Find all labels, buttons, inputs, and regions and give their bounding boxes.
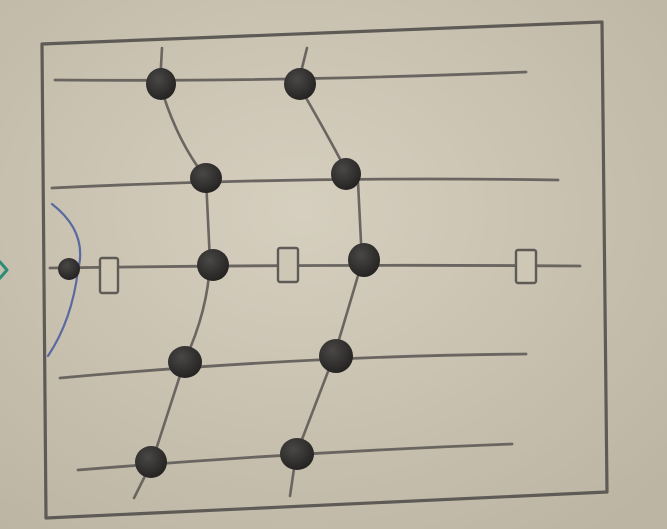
filled-dot bbox=[284, 68, 316, 100]
filled-dot bbox=[280, 438, 314, 470]
horizontal-line bbox=[48, 263, 582, 270]
filled-dot bbox=[146, 68, 176, 100]
filled-dot bbox=[331, 158, 361, 190]
filled-dot bbox=[348, 243, 380, 277]
horizontal-line bbox=[50, 177, 560, 190]
filled-dot bbox=[168, 346, 202, 378]
filled-dot bbox=[58, 258, 80, 280]
frame-rectangle bbox=[40, 20, 609, 520]
horizontal-line bbox=[58, 352, 528, 380]
hollow-square bbox=[514, 248, 538, 285]
filled-dot bbox=[197, 249, 229, 281]
filled-dot bbox=[190, 163, 222, 193]
filled-dot bbox=[135, 446, 167, 478]
hollow-square bbox=[276, 246, 300, 284]
hollow-square bbox=[98, 256, 120, 295]
filled-dot bbox=[319, 339, 353, 373]
chevron-right-icon bbox=[0, 260, 9, 280]
